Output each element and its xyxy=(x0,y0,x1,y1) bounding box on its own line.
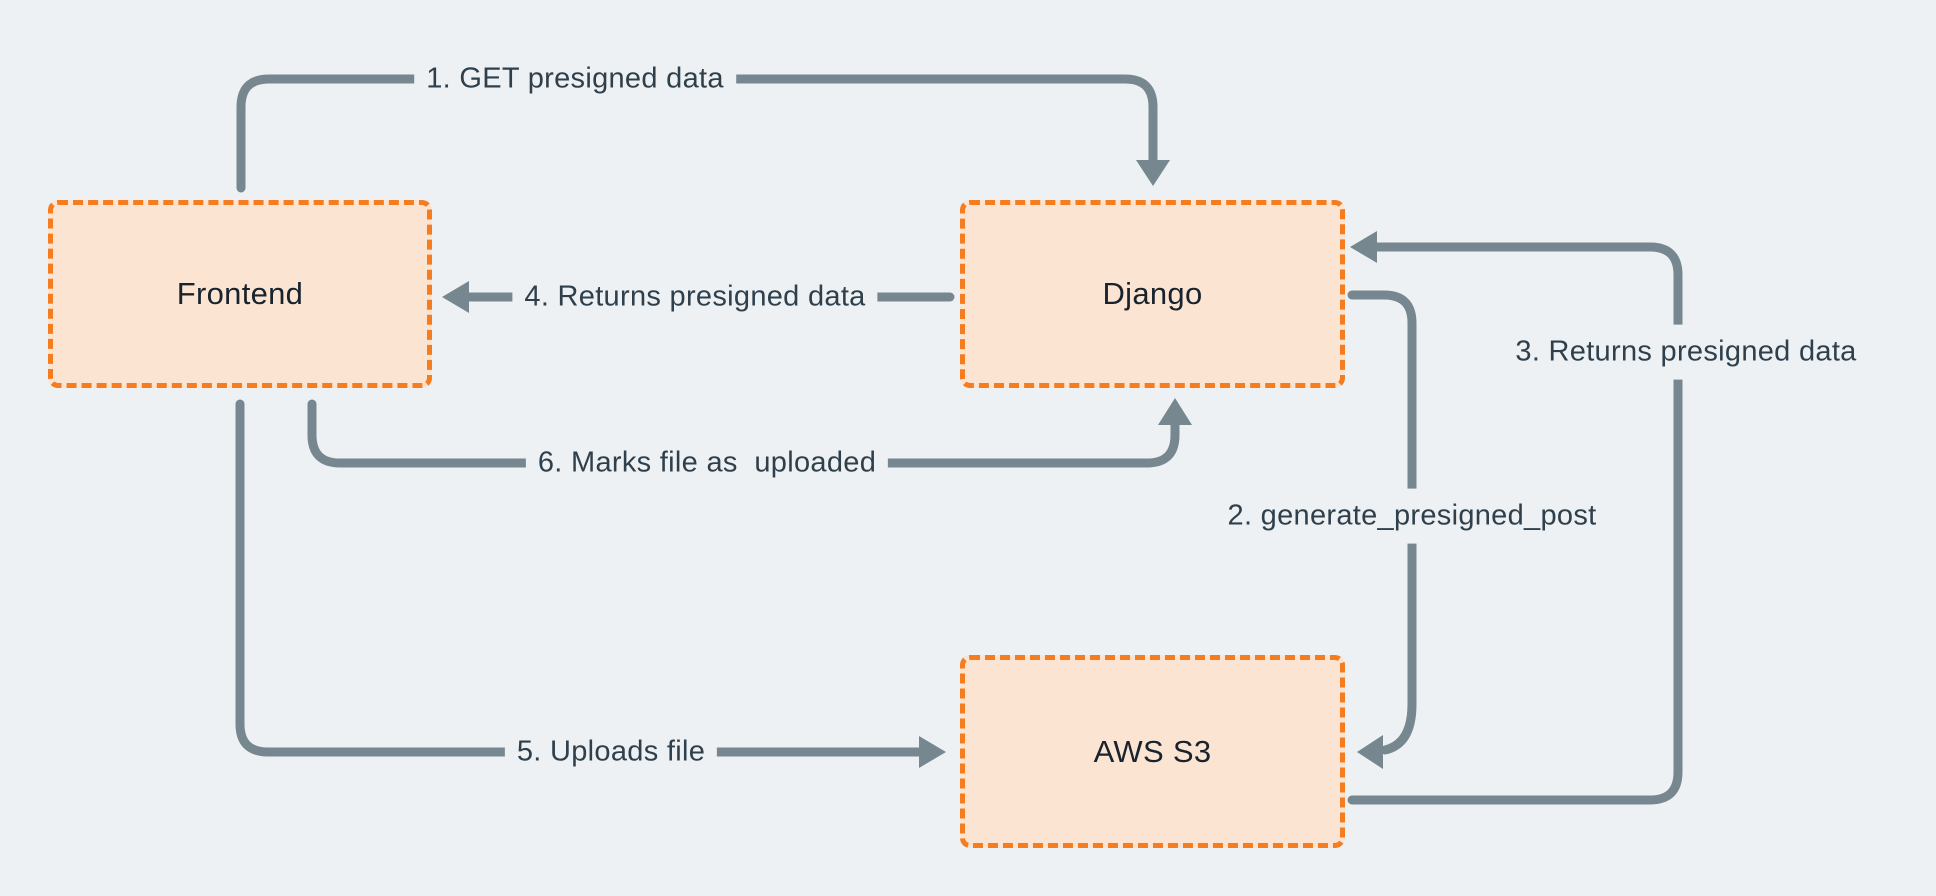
arrowhead-left-icon xyxy=(1357,735,1383,769)
edge-label-3-returns-presigned-data: 3. Returns presigned data xyxy=(1501,324,1871,380)
node-django: Django xyxy=(960,200,1345,388)
node-django-label: Django xyxy=(1102,276,1203,311)
arrowhead-up-icon xyxy=(1158,398,1192,425)
edge-label-2-generate-presigned-post: 2. generate_presigned_post xyxy=(1213,488,1611,544)
arrow-2-generate-presigned-post xyxy=(1347,290,1417,769)
node-frontend: Frontend xyxy=(48,200,432,388)
arrowhead-right-icon xyxy=(919,736,946,768)
edge-label-1-get-presigned-data: 1. GET presigned data xyxy=(414,59,736,99)
arrow-3-returns-presigned-data xyxy=(1347,231,1683,805)
arrow-5-uploads-file xyxy=(235,399,946,768)
arrowhead-left-icon xyxy=(1350,231,1377,263)
node-aws-s3: AWS S3 xyxy=(960,655,1345,848)
arrowhead-down-icon xyxy=(1136,160,1170,186)
edge-label-5-uploads-file: 5. Uploads file xyxy=(504,732,718,772)
edge-label-4-returns-presigned-data: 4. Returns presigned data xyxy=(512,277,878,317)
edge-label-6-marks-file-as-uploaded: 6. Marks file as uploaded xyxy=(525,443,889,483)
arrowhead-left-icon xyxy=(442,281,469,313)
node-frontend-label: Frontend xyxy=(176,276,304,311)
node-aws-s3-label: AWS S3 xyxy=(1093,733,1212,769)
